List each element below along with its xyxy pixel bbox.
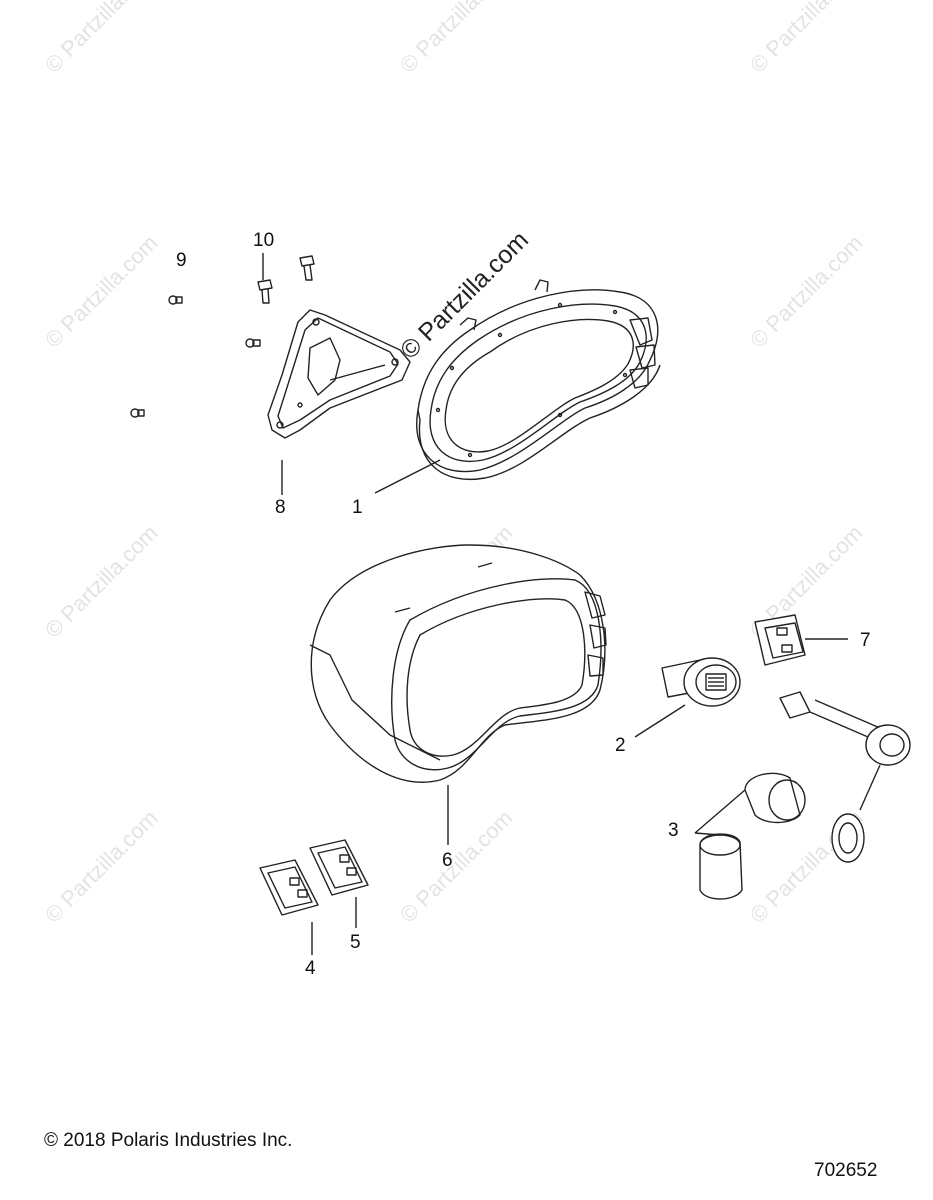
part-10-bolt: [257, 253, 315, 304]
part-4-rocker-switch: [259, 859, 319, 955]
part-6-housing: [309, 544, 607, 845]
copyright-text: © 2018 Polaris Industries Inc.: [44, 1130, 293, 1151]
callout-6: 6: [442, 850, 453, 871]
callout-10: 10: [253, 230, 275, 251]
callout-3: 3: [668, 820, 679, 841]
part-9-fastener: [130, 295, 261, 418]
callout-8: 8: [275, 497, 286, 518]
callout-4: 4: [305, 958, 316, 979]
part-3-power-outlet: [694, 691, 911, 900]
callout-5: 5: [350, 932, 361, 953]
part-1-bezel: [374, 279, 661, 494]
callout-2: 2: [615, 735, 626, 756]
part-2-ignition-switch: [634, 657, 741, 738]
callout-1: 1: [352, 497, 363, 518]
diagram-number: 702652: [814, 1160, 878, 1181]
callout-7: 7: [860, 630, 871, 651]
part-8-bracket: [267, 309, 411, 495]
part-5-rocker-switch: [309, 839, 369, 928]
callout-9: 9: [176, 250, 187, 271]
part-7-rocker-switch: [754, 614, 848, 666]
